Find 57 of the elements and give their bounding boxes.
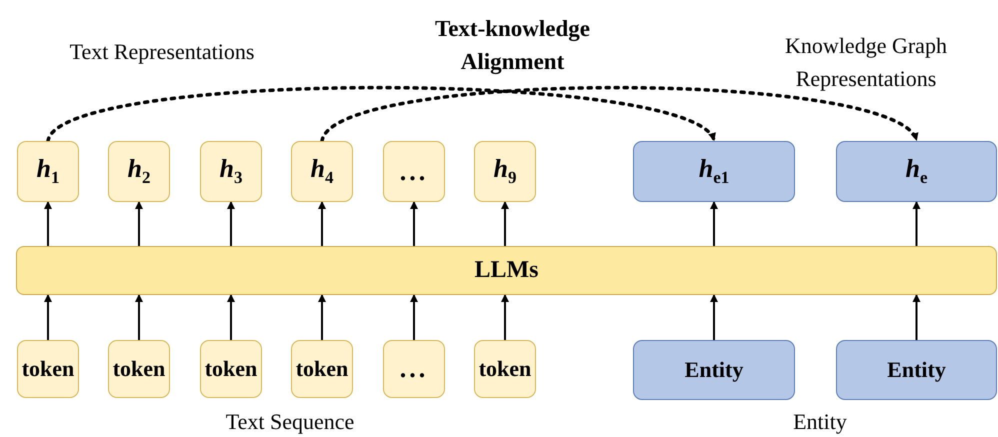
token-box xyxy=(383,340,445,398)
caption-text: Text Sequence xyxy=(224,408,356,436)
vector-label: h$_{1}$ xyxy=(36,154,60,189)
caption-text: Entity xyxy=(792,408,848,436)
arrow xyxy=(410,294,418,340)
arrow xyxy=(912,201,920,246)
arrow xyxy=(912,294,920,340)
token-box xyxy=(474,340,536,398)
representation-box xyxy=(836,141,997,202)
vector-label: h$_{e1}$ xyxy=(698,154,730,189)
token-box xyxy=(200,340,262,398)
box-label: Entity xyxy=(887,357,946,383)
arrow xyxy=(318,294,326,340)
alignment-arrow xyxy=(46,86,716,143)
entity-box xyxy=(836,340,997,400)
representation-box xyxy=(17,141,79,202)
arrow xyxy=(227,294,235,340)
arrow xyxy=(135,201,143,246)
representation-box xyxy=(200,141,262,202)
token-box xyxy=(291,340,353,398)
arrow xyxy=(410,201,418,246)
arrow xyxy=(318,201,326,246)
box-label: ... xyxy=(400,354,428,384)
arrow xyxy=(135,294,143,340)
token-box xyxy=(108,340,170,398)
box-label: ... xyxy=(400,156,428,186)
arrow xyxy=(501,294,509,340)
representation-box xyxy=(474,141,536,202)
arrow xyxy=(227,201,235,246)
box-label: token xyxy=(296,356,348,382)
token-box xyxy=(17,340,79,398)
caption-text: Text Representations xyxy=(68,38,256,66)
model-bar xyxy=(16,246,997,295)
arrow xyxy=(501,201,509,246)
box-label: token xyxy=(478,356,532,382)
arrow xyxy=(710,201,718,246)
arrow xyxy=(44,201,52,246)
vector-label: h$_{4}$ xyxy=(310,154,334,189)
arrow xyxy=(44,294,52,340)
box-label: token xyxy=(204,356,258,382)
alignment-arrow xyxy=(320,86,918,143)
box-label: token xyxy=(112,356,166,382)
vector-label: h$_{3}$ xyxy=(220,154,242,189)
representation-box xyxy=(108,141,170,202)
heading: Text-knowledge Alignment xyxy=(434,15,592,76)
arrow xyxy=(710,294,718,340)
box-label: LLMs xyxy=(474,257,538,284)
vector-label: h$_{9}$ xyxy=(494,154,516,189)
box-label: token xyxy=(22,356,74,382)
representation-box xyxy=(291,141,353,202)
entity-box xyxy=(633,340,795,400)
caption-text: Knowledge Graph Representations xyxy=(784,32,948,93)
vector-label: h$_{e}$ xyxy=(905,154,928,189)
vector-label: h$_{2}$ xyxy=(128,154,150,189)
representation-box xyxy=(383,141,445,202)
representation-box xyxy=(633,141,795,202)
box-label: Entity xyxy=(684,357,744,383)
